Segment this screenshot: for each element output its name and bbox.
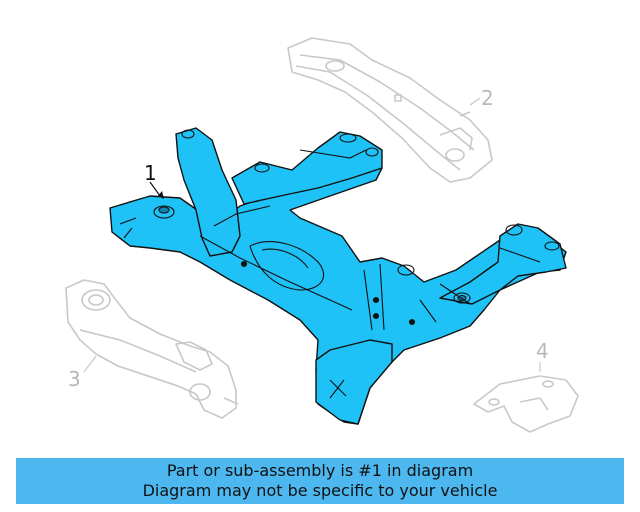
callout-1: 1 xyxy=(144,161,164,199)
caption-line-1: Part or sub-assembly is #1 in diagram xyxy=(166,461,474,480)
callout-label-1: 1 xyxy=(144,161,157,185)
callout-label-4: 4 xyxy=(536,339,549,363)
callout-label-2: 2 xyxy=(481,86,494,110)
callout-4: 4 xyxy=(536,339,549,372)
part-4-plate[interactable] xyxy=(473,375,579,433)
parts-diagram: 2 3 4 xyxy=(65,37,579,433)
part-3-control-arm[interactable] xyxy=(65,279,239,419)
part-1-details xyxy=(119,129,560,399)
callout-3: 3 xyxy=(68,355,97,391)
part-1-subframe[interactable] xyxy=(109,127,567,425)
callout-label-3: 3 xyxy=(68,367,81,391)
leader-arrow-1 xyxy=(158,191,164,199)
leader-line-2 xyxy=(469,97,481,106)
caption-line-2: Diagram may not be specific to your vehi… xyxy=(142,481,498,500)
leader-line-3 xyxy=(83,355,97,373)
leader-line-1 xyxy=(149,181,161,197)
diagram-caption: Part or sub-assembly is #1 in diagram Di… xyxy=(16,458,624,504)
part-2-bracket[interactable] xyxy=(287,37,493,183)
callout-2: 2 xyxy=(469,86,494,110)
